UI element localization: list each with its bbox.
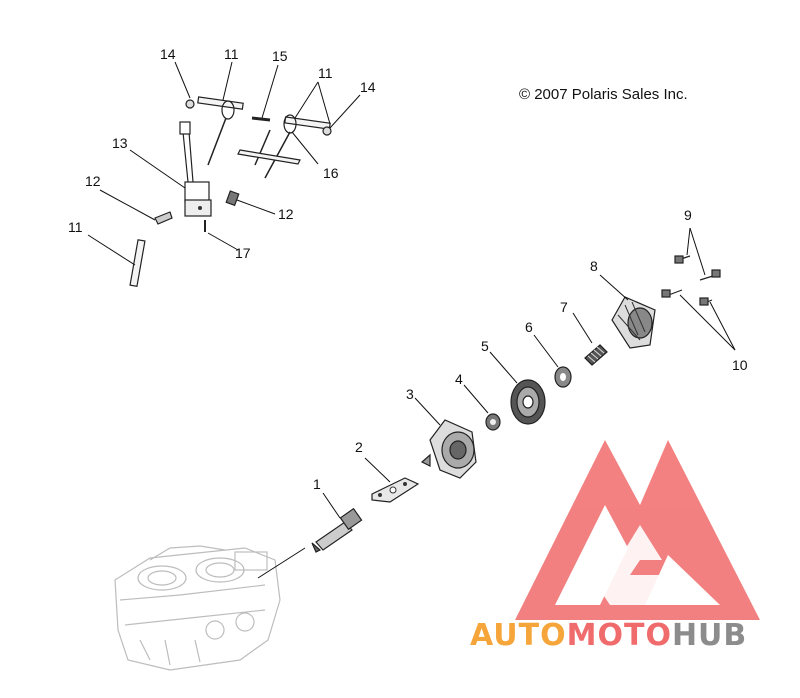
callout-11-top: 11 xyxy=(224,46,239,62)
callout-1: 1 xyxy=(313,476,321,492)
callout-7: 7 xyxy=(560,299,568,315)
callout-12-left: 12 xyxy=(85,173,101,189)
part-4-seal xyxy=(463,384,501,431)
callout-2: 2 xyxy=(355,439,363,455)
callout-15: 15 xyxy=(272,48,288,64)
svg-text:AUTOMOTOHUB: AUTOMOTOHUB xyxy=(470,618,747,653)
callout-5: 5 xyxy=(481,338,489,354)
watermark-word-auto: AUTO xyxy=(470,618,567,653)
watermark-word-hub: HUB xyxy=(672,618,747,653)
callout-8: 8 xyxy=(590,258,598,274)
watermark-word-moto: MOTO xyxy=(567,618,672,653)
part-3-pump-housing xyxy=(414,397,477,479)
part-2-gasket xyxy=(364,457,420,503)
part-1-fitting xyxy=(257,492,363,579)
part-7-spring xyxy=(572,312,608,366)
callout-14-left: 14 xyxy=(160,46,176,62)
callout-14-right: 14 xyxy=(360,79,376,95)
watermark-inner-mark xyxy=(600,525,700,605)
callout-9: 9 xyxy=(684,207,692,223)
callout-11-right: 11 xyxy=(318,65,333,81)
callout-13: 13 xyxy=(112,135,128,151)
callout-10: 10 xyxy=(732,357,748,373)
callout-3: 3 xyxy=(406,386,414,402)
engine-block-ghost xyxy=(114,545,281,671)
callout-11-left: 11 xyxy=(68,219,83,235)
callout-4: 4 xyxy=(455,371,463,387)
callout-numbers: 1 2 3 4 5 6 7 8 9 10 11 11 11 12 12 13 1… xyxy=(68,46,748,492)
watermark-logo xyxy=(515,440,760,620)
callout-16: 16 xyxy=(323,165,339,181)
parts-9-10-bolts xyxy=(661,227,736,351)
callout-6: 6 xyxy=(525,319,533,335)
callout-17: 17 xyxy=(235,245,251,261)
part-5-impeller xyxy=(489,351,546,425)
copyright-text: © 2007 Polaris Sales Inc. xyxy=(519,86,688,103)
part-6-washer xyxy=(533,334,572,388)
part-8-cover xyxy=(599,274,656,349)
upper-assembly xyxy=(87,61,361,288)
callout-12-right: 12 xyxy=(278,206,294,222)
